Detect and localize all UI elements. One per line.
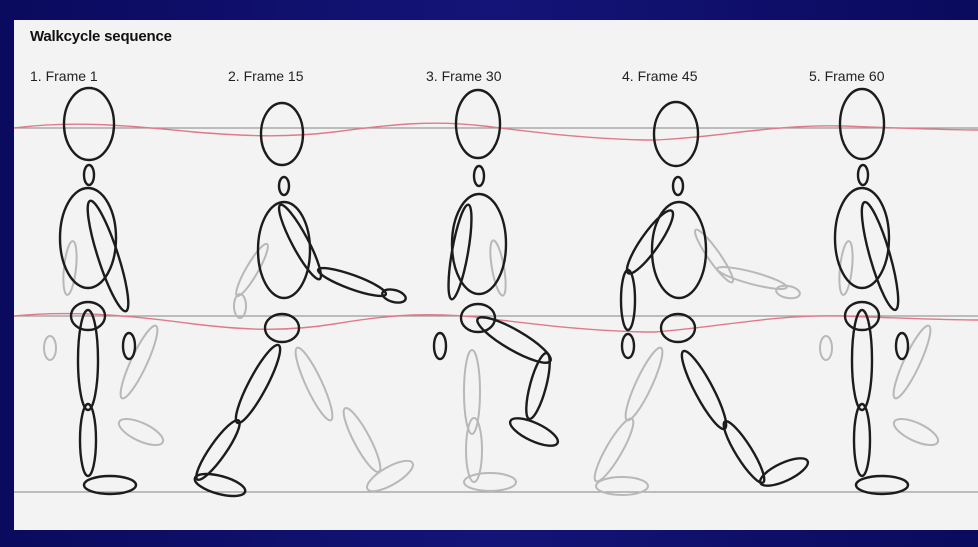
figure-frame-15 bbox=[191, 103, 417, 500]
figure-frame-1 bbox=[44, 88, 167, 494]
walkcycle-drawing bbox=[14, 20, 978, 530]
head-motion-path bbox=[14, 123, 978, 140]
figure-frame-60 bbox=[820, 89, 942, 494]
walkcycle-panel: Walkcycle sequence 1. Frame 1 2. Frame 1… bbox=[14, 20, 978, 530]
figure-frame-30 bbox=[434, 90, 561, 491]
figure-frame-45 bbox=[589, 102, 811, 495]
